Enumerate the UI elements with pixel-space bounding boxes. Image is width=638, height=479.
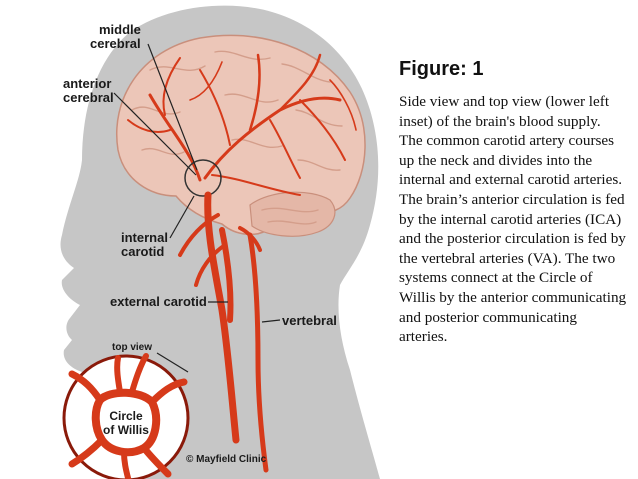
- label-vertebral: vertebral: [282, 313, 337, 328]
- caption-body: Side view and top view (lower left inset…: [399, 92, 627, 347]
- figure-caption: Figure: 1 Side view and top view (lower …: [399, 56, 627, 347]
- caption-title: Figure: 1: [399, 56, 627, 82]
- label-credit: © Mayfield Clinic: [186, 454, 267, 465]
- cerebellum: [250, 192, 335, 236]
- label-external-carotid: external carotid: [110, 294, 207, 309]
- label-top-view: top view: [112, 342, 152, 353]
